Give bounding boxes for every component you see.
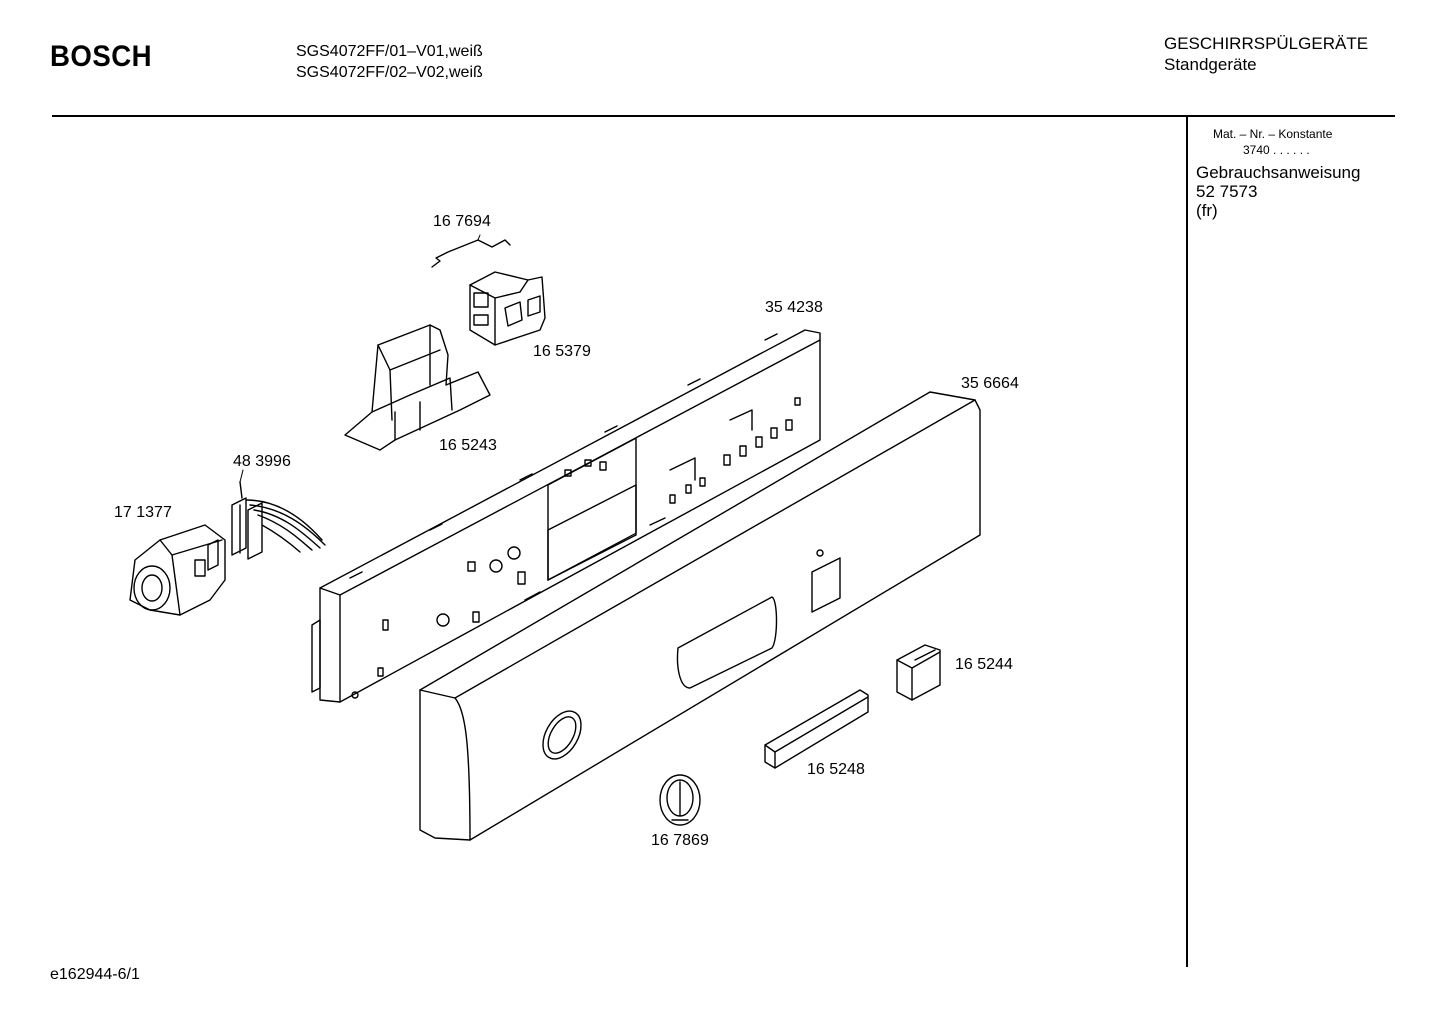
part-label-spring: 16 7694 [433,213,491,230]
category-title: GESCHIRRSPÜLGERÄTE [1164,34,1369,53]
sidebar-divider [1186,117,1188,967]
part-label-bracket: 16 5243 [439,437,497,454]
leader-lines [239,234,481,483]
subcategory-title: Standgeräte [1164,55,1257,74]
material-constant: Mat. – Nr. – Konstante 3740 . . . . . . [1213,126,1332,158]
control-panel-frame-part [311,329,821,703]
bracket-part [344,324,491,451]
instructions-language: (fr) [1196,201,1218,220]
brand-logo: BOSCH [50,40,152,73]
part-label-wire-harness: 48 3996 [233,453,291,470]
instructions-block: Gebrauchsanweisung 52 7573 (fr) [1196,163,1360,220]
model-line-1: SGS4072FF/01–V01,weiß [296,43,483,60]
part-label-button-cap: 16 5244 [955,656,1013,673]
button-cap-part [896,644,941,701]
wire-harness-part [231,481,326,560]
part-label-control-frame: 35 4238 [765,299,823,316]
part-label-cover-strip: 16 5248 [807,761,865,778]
material-label: Mat. – Nr. – Konstante [1213,127,1333,141]
document-reference: e162944-6/1 [50,966,140,983]
category-block: GESCHIRRSPÜLGERÄTE Standgeräte [1164,33,1368,75]
model-list: SGS4072FF/01–V01,weiß SGS4072FF/02–V02,w… [296,41,483,83]
material-value: 3740 . . . . . . [1243,143,1310,157]
part-label-control-knob: 16 7869 [651,832,709,849]
part-label-program-selector: 17 1377 [114,504,172,521]
cover-strip-part [764,689,869,769]
program-selector-part [129,524,226,616]
switch-block-part [469,271,546,346]
spring-wire-part [431,239,511,268]
part-label-front-panel: 35 6664 [961,375,1019,392]
header-divider [52,115,1395,117]
front-panel-part [419,391,981,841]
control-knob-part [659,774,701,826]
instructions-title: Gebrauchsanweisung [1196,163,1361,182]
instructions-number: 52 7573 [1196,182,1258,201]
exploded-parts-drawing [129,234,981,841]
part-label-switch-block: 16 5379 [533,343,591,360]
model-line-2: SGS4072FF/02–V02,weiß [296,64,483,81]
